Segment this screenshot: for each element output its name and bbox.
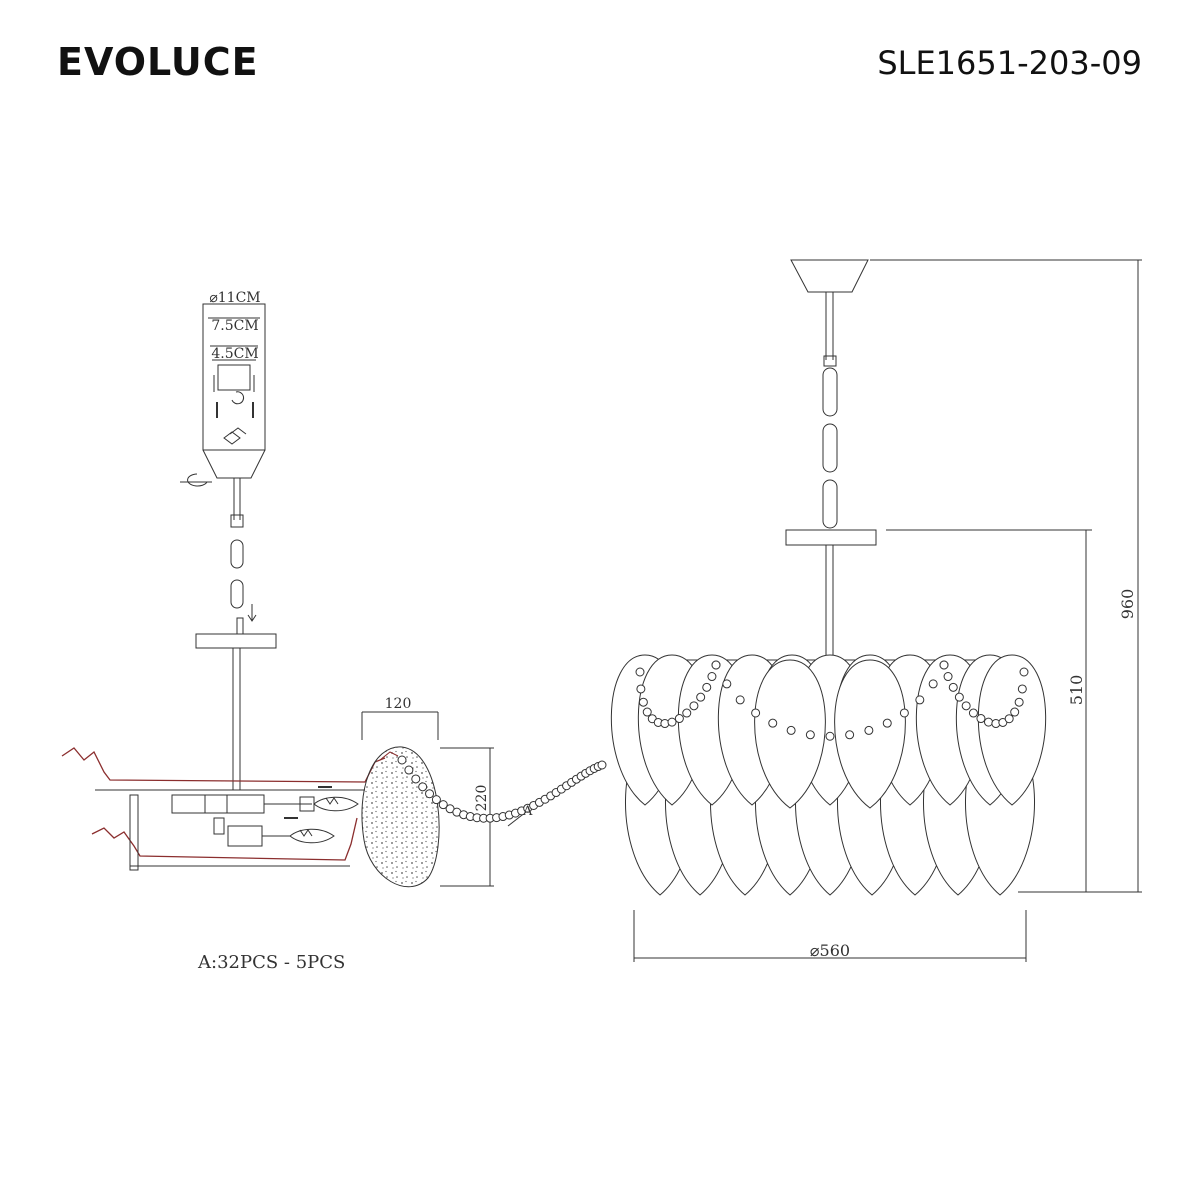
ceiling-plate — [195, 633, 277, 649]
canopy-diameter-inner: 4.5CM — [211, 346, 258, 362]
bead — [751, 708, 761, 718]
bead — [711, 660, 721, 670]
bead — [735, 695, 745, 705]
bead — [976, 714, 986, 724]
wire-lower — [91, 817, 358, 861]
bead — [805, 730, 815, 740]
bead — [404, 765, 414, 775]
chain-link — [822, 367, 838, 417]
bead — [864, 725, 874, 735]
rotate-arrow-icon — [187, 473, 208, 487]
front-dimensions — [633, 259, 1142, 962]
brand-logo: EVOLUCE — [57, 40, 259, 84]
bead — [786, 725, 796, 735]
crystal-height-label: 220 — [474, 785, 490, 812]
crystal-leaf — [977, 654, 1047, 806]
bead — [636, 684, 646, 694]
bead — [696, 692, 706, 702]
total-height-label: 960 — [1118, 589, 1137, 620]
bead — [660, 719, 670, 729]
bead — [899, 708, 909, 718]
chain-connector — [230, 514, 244, 528]
bead — [1004, 714, 1014, 724]
chain-link — [230, 579, 244, 609]
chain-link — [822, 423, 838, 473]
bead — [642, 707, 652, 717]
crystal-width-label: 120 — [385, 696, 412, 712]
bead — [689, 701, 699, 711]
bead — [707, 672, 717, 682]
hook-icon — [231, 391, 245, 405]
bead — [425, 789, 435, 799]
front-bead-garland — [635, 660, 1029, 741]
bead — [943, 672, 953, 682]
chain-link — [230, 539, 244, 569]
body-height-label: 510 — [1067, 675, 1086, 706]
screw-icon — [223, 427, 247, 445]
wire-upper — [61, 747, 386, 783]
bead — [825, 731, 835, 741]
crystal-leaf — [361, 746, 440, 888]
frame-section — [61, 747, 386, 871]
canopy-outline — [202, 303, 266, 451]
mounting-bracket — [217, 364, 251, 391]
bead — [682, 708, 692, 718]
body-canopy-plate — [785, 529, 877, 546]
bead — [635, 667, 645, 677]
bead — [1017, 684, 1027, 694]
bead — [1010, 707, 1020, 717]
bead — [882, 718, 892, 728]
lamp-socket — [227, 825, 263, 847]
bead — [845, 730, 855, 740]
ceiling-canopy — [790, 259, 869, 293]
bead — [438, 800, 448, 810]
crystal-leaves — [610, 654, 1047, 896]
bead — [674, 714, 684, 724]
bead — [638, 697, 648, 707]
crystal-leaf-detail — [361, 711, 527, 888]
candle-bulb-icon — [313, 796, 359, 812]
model-number: SLE1651-203-09 — [877, 44, 1142, 82]
bead — [702, 682, 712, 692]
bead — [1014, 697, 1024, 707]
bead — [411, 774, 421, 784]
callout-a-label: A — [522, 804, 533, 819]
bead — [915, 695, 925, 705]
bead — [961, 701, 971, 711]
bead — [928, 679, 938, 689]
bead — [984, 717, 993, 727]
lamp-housing — [171, 794, 265, 814]
bead — [968, 708, 978, 718]
parts-note: A:32PCS - 5PCS — [197, 952, 345, 973]
bead — [667, 717, 677, 727]
bead-chain — [397, 755, 607, 823]
diameter-label: ⌀560 — [810, 941, 850, 960]
bead — [954, 692, 964, 702]
bead — [431, 795, 441, 805]
bead — [597, 760, 607, 770]
canopy-mount-detail — [180, 303, 277, 790]
chain-connector — [823, 355, 837, 367]
bead — [722, 679, 732, 689]
canopy-diameter-mid: 7.5CM — [211, 318, 258, 334]
canopy-diameter-outer: ⌀11CM — [209, 290, 260, 306]
bead — [1019, 667, 1029, 677]
bead — [948, 682, 958, 692]
bead — [939, 660, 949, 670]
bead — [768, 718, 778, 728]
bead — [418, 782, 428, 792]
frame-post-left — [129, 794, 139, 871]
chain-link — [822, 479, 838, 529]
bead — [397, 755, 407, 765]
